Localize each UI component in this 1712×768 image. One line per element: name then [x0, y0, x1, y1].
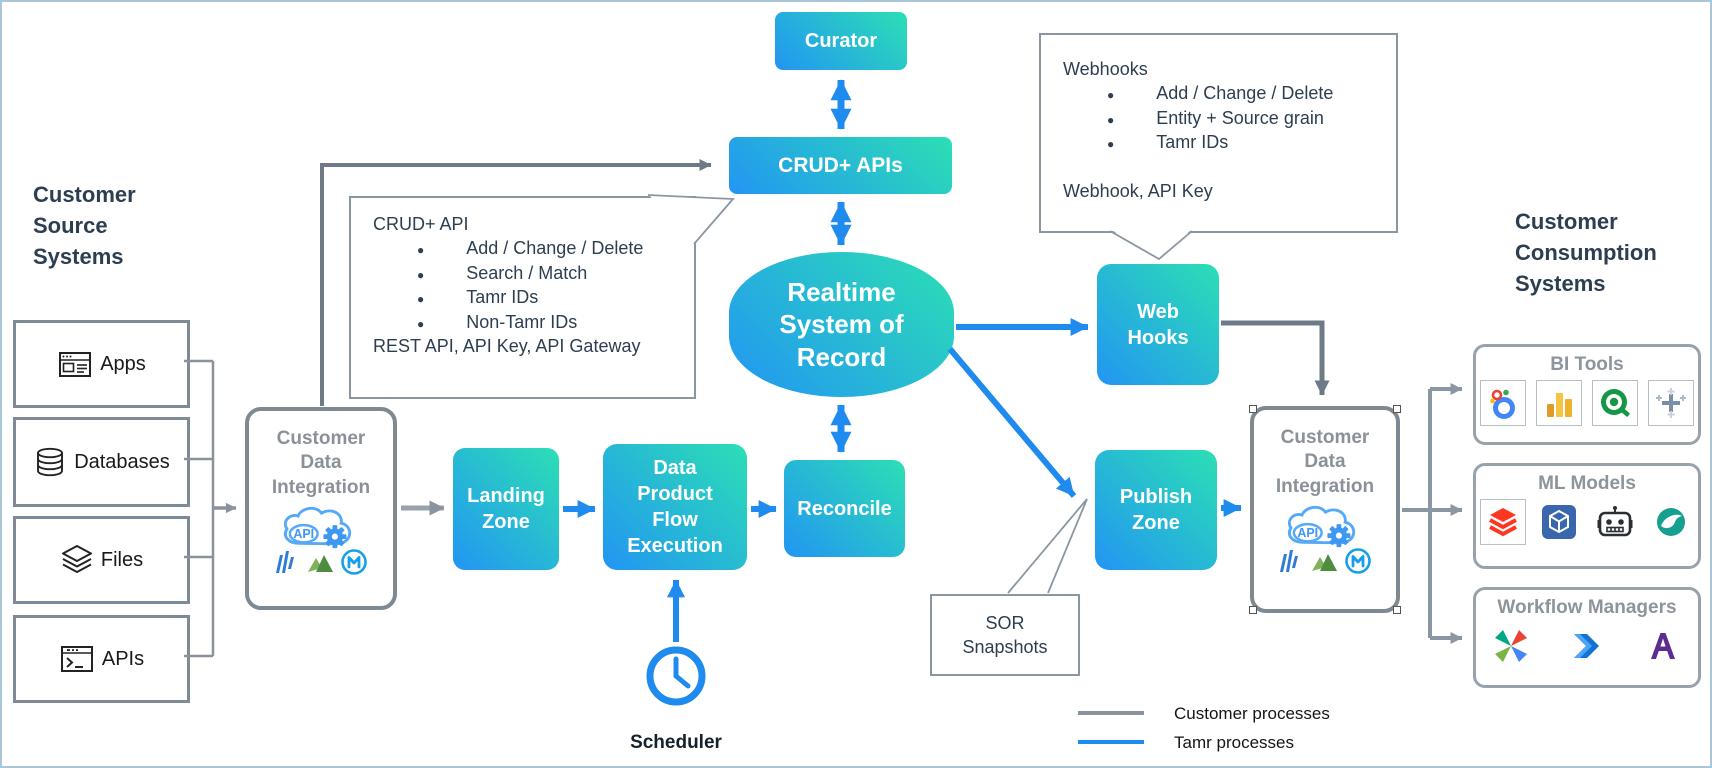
scheduler-clock-icon[interactable] [644, 644, 708, 708]
source-label: Apps [100, 352, 146, 375]
webhooks-callout[interactable]: Webhooks Add / Change / Delete Entity + … [1039, 33, 1398, 233]
callout-title: CRUD+ API [373, 214, 469, 234]
legend-swatches [1078, 711, 1144, 744]
crud-apis-node[interactable]: CRUD+ APIs [729, 137, 952, 194]
callout-footer: REST API, API Key, API Gateway [373, 336, 641, 357]
robot-icon [1597, 506, 1633, 537]
api-cloud-gear-icon: API [283, 506, 352, 549]
realtime-system-of-record-node[interactable]: Realtime System of Record [729, 252, 954, 397]
source-label: APIs [101, 647, 145, 670]
terminal-window-icon [60, 646, 93, 672]
mulesoft-logo-icon [341, 549, 367, 575]
selection-handle[interactable] [1249, 405, 1257, 413]
curator-node[interactable]: Curator [775, 12, 907, 70]
data-product-flow-execution-node[interactable]: Data Product Flow Execution [603, 444, 747, 570]
slanted-bars-logo-icon [1280, 549, 1298, 572]
source-box-databases[interactable]: Databases [13, 417, 190, 507]
mountain-logo-icon [1312, 553, 1337, 571]
tableau-icon [1656, 388, 1686, 418]
mulesoft-logo-icon [1345, 548, 1371, 574]
callout-bullet: Add / Change / Delete [373, 236, 674, 260]
api-cloud-text: API [293, 527, 314, 541]
database-icon [37, 447, 64, 477]
callout-bullet: Tamr IDs [373, 285, 674, 309]
selection-handle[interactable] [1393, 405, 1401, 413]
mountain-logo-icon [308, 554, 333, 572]
callout-bullet: Search / Match [373, 261, 674, 285]
workflow-managers-box[interactable]: Workflow Managers [1473, 587, 1701, 688]
legend-customer-label: Customer processes [1174, 704, 1330, 723]
source-label: Files [100, 548, 144, 571]
selection-handle[interactable] [1249, 606, 1257, 614]
source-label: Databases [74, 450, 170, 473]
api-cloud-text: API [1297, 526, 1318, 540]
power-bi-icon [1547, 393, 1572, 417]
web-hooks-node[interactable]: Web Hooks [1097, 264, 1219, 385]
legend-tamr-label: Tamr processes [1174, 733, 1294, 752]
reconcile-node[interactable]: Reconcile [784, 460, 905, 557]
customer-data-integration-left[interactable]: Customer Data Integration API [245, 407, 397, 610]
letter-a-icon [1651, 633, 1675, 659]
scheduler-label: Scheduler [630, 732, 722, 753]
callout-bullet: Non-Tamr IDs [373, 310, 674, 334]
publish-zone-node[interactable]: Publish Zone [1095, 450, 1217, 570]
databricks-icon [1489, 508, 1517, 537]
consumption-systems-heading: Customer Consumption Systems [1515, 209, 1657, 296]
slanted-bars-logo-icon [276, 550, 294, 573]
callout-bullet: Tamr IDs [1063, 130, 1376, 154]
looker-icon [1490, 389, 1515, 419]
layers-icon [61, 545, 92, 573]
sor-snapshots-callout[interactable]: SOR Snapshots [930, 594, 1080, 676]
callout-bullet: Entity + Source grain [1063, 106, 1376, 130]
source-box-apis[interactable]: APIs [13, 615, 190, 703]
source-box-files[interactable]: Files [13, 516, 190, 604]
selection-handle[interactable] [1393, 606, 1401, 614]
ml-bird-icon [1657, 508, 1685, 536]
api-cloud-gear-icon: API [1287, 505, 1356, 548]
customer-data-integration-right[interactable]: Customer Data Integration API [1249, 405, 1401, 614]
qlik-icon [1601, 389, 1630, 417]
consumption-title: ML Models [1538, 473, 1636, 494]
source-systems-heading: Customer Source Systems [33, 182, 136, 269]
pinwheel-icon [1495, 630, 1527, 662]
callout-title: Webhooks [1063, 59, 1148, 79]
power-automate-icon [1574, 634, 1599, 658]
landing-zone-node[interactable]: Landing Zone [453, 448, 559, 570]
app-window-icon [59, 352, 92, 377]
crud-api-callout[interactable]: CRUD+ API Add / Change / Delete Search /… [349, 196, 696, 399]
cdi-label: Customer Data Integration [1275, 427, 1375, 497]
consumption-title: BI Tools [1550, 354, 1624, 375]
callout-bullet: Add / Change / Delete [1063, 81, 1376, 105]
callout-footer: Webhook, API Key [1063, 180, 1213, 201]
ml-models-box[interactable]: ML Models [1473, 463, 1701, 569]
source-box-apps[interactable]: Apps [13, 320, 190, 408]
cdi-label: Customer Data Integration [271, 428, 371, 498]
ml-cube-icon [1542, 505, 1576, 539]
bi-tools-box[interactable]: BI Tools [1473, 344, 1701, 445]
consumption-title: Workflow Managers [1497, 597, 1677, 618]
